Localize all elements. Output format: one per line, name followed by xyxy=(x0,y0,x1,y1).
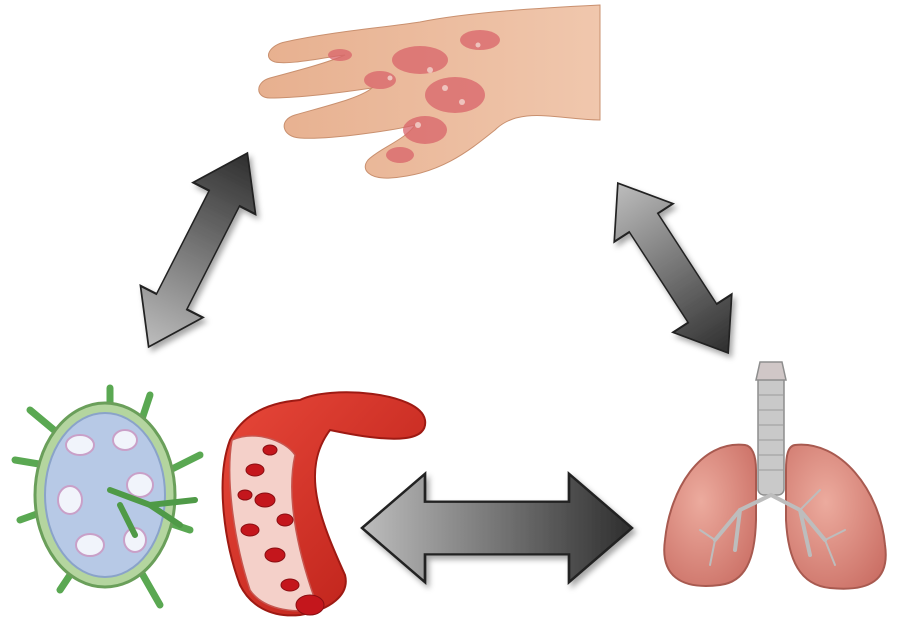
lungs-icon xyxy=(664,362,886,589)
arrow-lymph-to-skin xyxy=(117,137,278,363)
arrow-skin-to-lungs xyxy=(589,164,758,372)
lymph-node-icon xyxy=(15,388,200,605)
arrow-blood-to-lungs xyxy=(362,474,632,583)
inflamed-hand-icon xyxy=(259,5,600,178)
